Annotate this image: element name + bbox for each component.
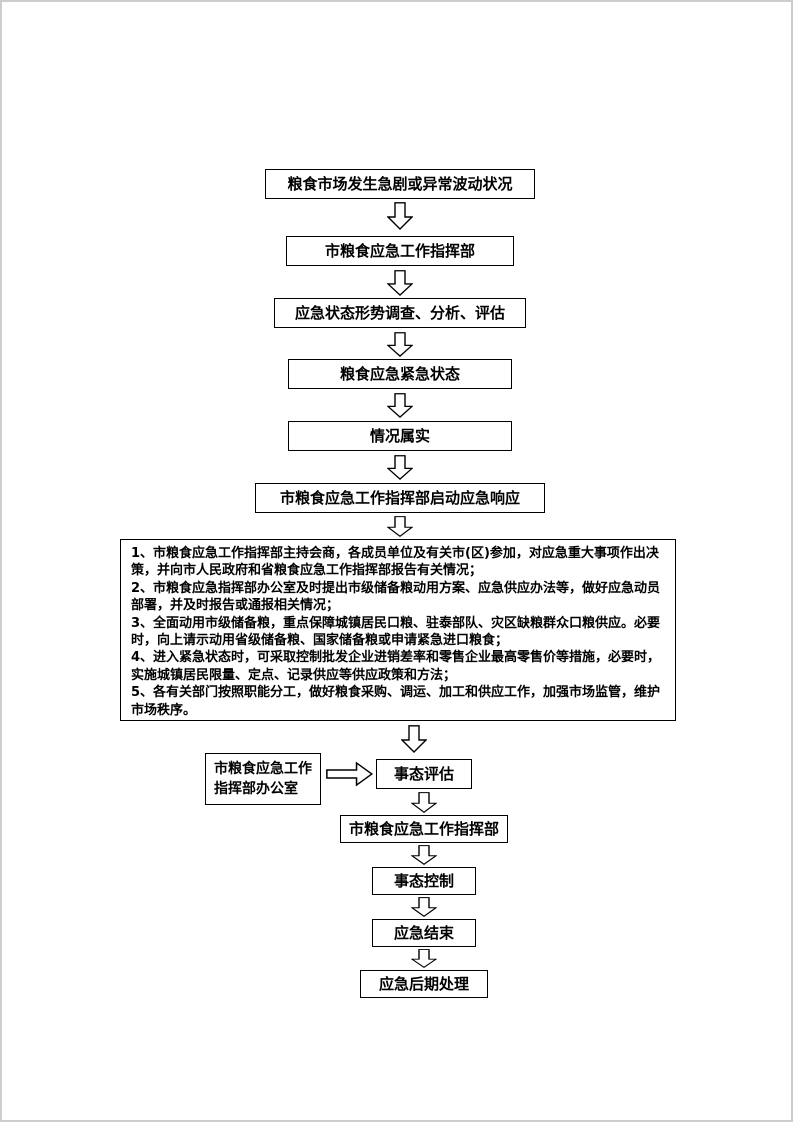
flow-box-situation-verified: 情况属实	[288, 421, 512, 451]
flow-box-emergency-end: 应急结束	[372, 919, 476, 947]
measure-item-3: 3、全面动用市级储备粮，重点保障城镇居民口粮、驻泰部队、灾区缺粮群众口粮供应。必…	[131, 615, 661, 649]
down-arrow-icon	[387, 516, 413, 537]
measure-item-4: 4、进入紧急状态时，可采取控制批发企业进销差率和零售企业最高零售价等措施，必要时…	[131, 650, 661, 683]
down-arrow-icon	[401, 725, 427, 753]
down-arrow-icon	[411, 897, 437, 917]
down-arrow-icon	[411, 792, 437, 813]
down-arrow-icon	[411, 845, 437, 865]
down-arrow-icon	[411, 949, 437, 968]
flow-box-situation-control: 事态控制	[372, 867, 476, 895]
measure-item-2: 2、市粮食应急指挥部办公室及时提出市级储备粮动用方案、应急供应办法等，做好应急动…	[131, 580, 661, 614]
flow-box-emergency-state: 粮食应急紧急状态	[288, 359, 512, 389]
down-arrow-icon	[387, 455, 413, 480]
right-arrow-icon	[326, 761, 374, 787]
response-measures-box: 1、市粮食应急工作指挥部主持会商，各成员单位及有关市(区)参加，对应急重大事项作…	[120, 539, 676, 721]
flow-box-command-hq: 市粮食应急工作指挥部	[286, 236, 514, 266]
flow-box-situation-assessment: 事态评估	[376, 759, 472, 789]
flow-box-investigation-analysis: 应急状态形势调查、分析、评估	[274, 298, 526, 328]
flow-box-command-office: 市粮食应急工作指挥部办公室	[205, 753, 321, 805]
flow-box-post-processing: 应急后期处理	[360, 970, 488, 998]
down-arrow-icon	[387, 202, 413, 230]
down-arrow-icon	[387, 393, 413, 418]
flow-box-market-fluctuation: 粮食市场发生急剧或异常波动状况	[265, 169, 535, 199]
down-arrow-icon	[387, 270, 413, 296]
down-arrow-icon	[387, 332, 413, 357]
flow-box-command-hq-second: 市粮食应急工作指挥部	[340, 815, 508, 843]
measure-item-5: 5、各有关部门按照职能分工，做好粮食采购、调运、加工和供应工作，加强市场监管，维…	[131, 685, 661, 718]
measure-item-1: 1、市粮食应急工作指挥部主持会商，各成员单位及有关市(区)参加，对应急重大事项作…	[131, 546, 659, 579]
flow-box-start-response: 市粮食应急工作指挥部启动应急响应	[255, 483, 545, 513]
